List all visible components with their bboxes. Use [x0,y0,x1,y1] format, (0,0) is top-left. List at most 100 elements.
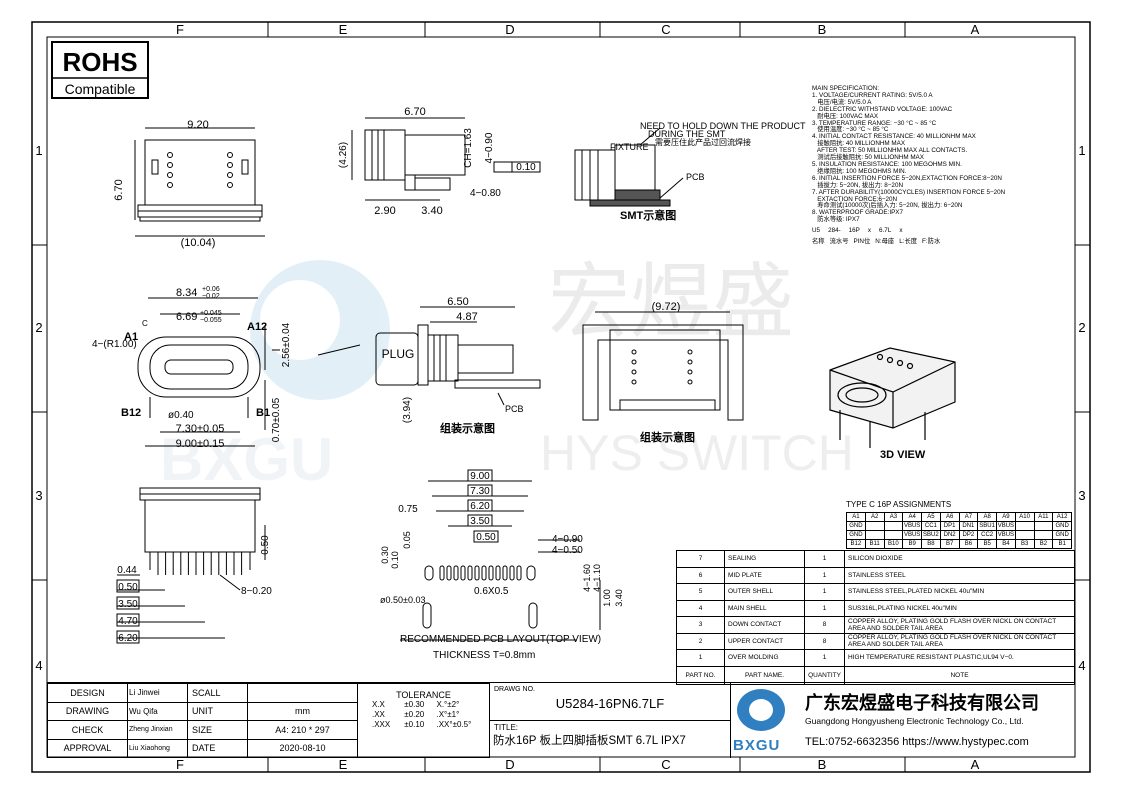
smt-caption: SMT示意图 [620,208,676,222]
frame-col-label: D [505,757,514,772]
pin-cell: GND [1052,521,1072,531]
top-view [134,127,265,237]
code-label: F:防水 [922,238,941,246]
tolerance-value: .X°±1° [436,710,460,719]
top-base: (10.04) [181,237,216,249]
layout-h2: 0.10 [390,551,400,569]
bottom-l2: 0.50 [118,582,138,593]
iso-view [829,347,956,448]
front-a12: A12 [247,321,267,333]
layout-d5: 0.50 [476,532,496,543]
bottom-l5: 6.20 [118,633,138,644]
plug-pcb: PCB [505,404,524,414]
layout-slot: 0.6X0.5 [474,586,509,597]
unit-label: UNIT [187,701,248,721]
code-part: 284- [828,227,841,235]
tolerance-value: X.°±2° [436,700,460,709]
frame-col-label: F [176,22,184,37]
plug-w2: 4.87 [456,311,477,323]
company-contact: TEL:0752-6632356 https://www.hystypec.co… [805,736,1029,748]
spec-line: 防水等级: IPX7 [812,216,860,224]
part-code: U5 284- 16P x 6.7L x [812,227,1062,235]
pin-cell [864,530,885,540]
smt-fixture: FIXTURE [610,142,649,152]
bom-cell: DOWN CONTACT [724,616,805,634]
bom-cell: 1 [804,583,845,601]
code-part: U5 [812,227,821,235]
pin-cell: A3 [883,512,904,522]
bom-cell: 2 [676,632,725,650]
frame-col-label: F [176,757,184,772]
tolerance-row: .XX±0.20.X°±1° [372,710,489,720]
pin-cell: A10 [1014,512,1035,522]
frame-row-label: 3 [1078,488,1085,503]
pin-cell: A7 [958,512,979,522]
code-part: 6.7L [879,227,892,235]
pin-cell: VBUS [902,530,922,540]
pin-cell: DP2 [958,530,979,540]
bom-cell: 1 [804,649,845,667]
check-value: Zheng Jinxian [127,720,188,740]
inner-frame [46,36,1076,758]
pin-cell: B10 [883,539,904,549]
scall-label: SCALL [187,683,248,703]
smt-diagram [574,127,684,207]
pcb-pad [460,565,466,581]
bom-cell: 8 [804,632,845,650]
pin-cell: B5 [977,539,997,549]
bom-cell: OVER MOLDING [724,649,805,667]
code-part: 16P [848,227,860,235]
pin-cell [1014,530,1035,540]
side-flatness: 0.10 [516,162,536,173]
bom-header-cell: NOTE [844,665,1075,685]
approval-value: Liu Xiaohong [127,738,188,758]
drawing-number: U5284-16PN6.7LF [555,696,665,711]
watermark: 宏煜盛 HYS SWITCH BXGU [160,257,854,493]
tolerance-value: .XXX [372,720,391,729]
front-w4: 9.00±0.15 [176,438,225,450]
plug-caption: 组装示意图 [440,421,495,435]
title-box: TITLE: 防水16P 板上四脚插板SMT 6.7L IPX7 [490,720,731,758]
pin-cell: GND [1052,530,1072,540]
outer-frame [31,21,1091,773]
frame-row-label: 1 [1078,143,1085,158]
pin-cell: A9 [996,512,1016,522]
side-t1: 4−0.90 [484,132,495,163]
pin-cell: B7 [939,539,960,549]
pin-cell: GND [846,530,866,540]
part-code-labels: 名称 流水号 PIN位 N:母座 L:长度 F:防水 [812,238,1062,246]
layout-h1: 0.30 [380,546,390,564]
bom-cell: 6 [676,566,725,584]
tolerance-row: .XXX±0.10.XX°±0.5° [372,720,489,730]
bom-cell: STAINLESS STEEL,PLATED NICKEL 40u"MIN [844,583,1075,601]
bottom-l6: 8−0.20 [241,586,272,597]
bom-header-cell: PART NAME. [724,665,805,685]
spec-line: 5. INSULATION RESISTANCE: 100 MEGOHMS MI… [812,160,962,168]
frame-col-label: D [505,22,514,37]
code-part: x [867,227,872,235]
spec-line: EXTACTION FORCE:6−20N [812,195,898,203]
date-value: 2020-08-10 [247,738,358,758]
bottom-l1: 0.44 [117,565,137,576]
pin-cell: A8 [977,512,997,522]
watermark-en: HYS SWITCH [540,425,854,481]
rohs-title: ROHS [62,47,137,77]
top-height: 6.70 [113,179,125,200]
pin-cell [1033,521,1054,531]
drawing-number-label: DRAWG NO. [494,686,535,693]
code-part: x [899,227,903,235]
bottom-l4: 4.70 [118,616,138,627]
company-box: BXGU 广东宏煜盛电子科技有限公司 Guangdong Hongyusheng… [731,683,1075,758]
front-h1: 2.56±0.04 [281,322,292,367]
pin-title: TYPE C 16P ASSIGNMENTS [846,500,952,509]
pin-cell: A11 [1033,512,1054,522]
plug-w1: 6.50 [447,296,468,308]
pin-cell: GND [846,521,866,531]
